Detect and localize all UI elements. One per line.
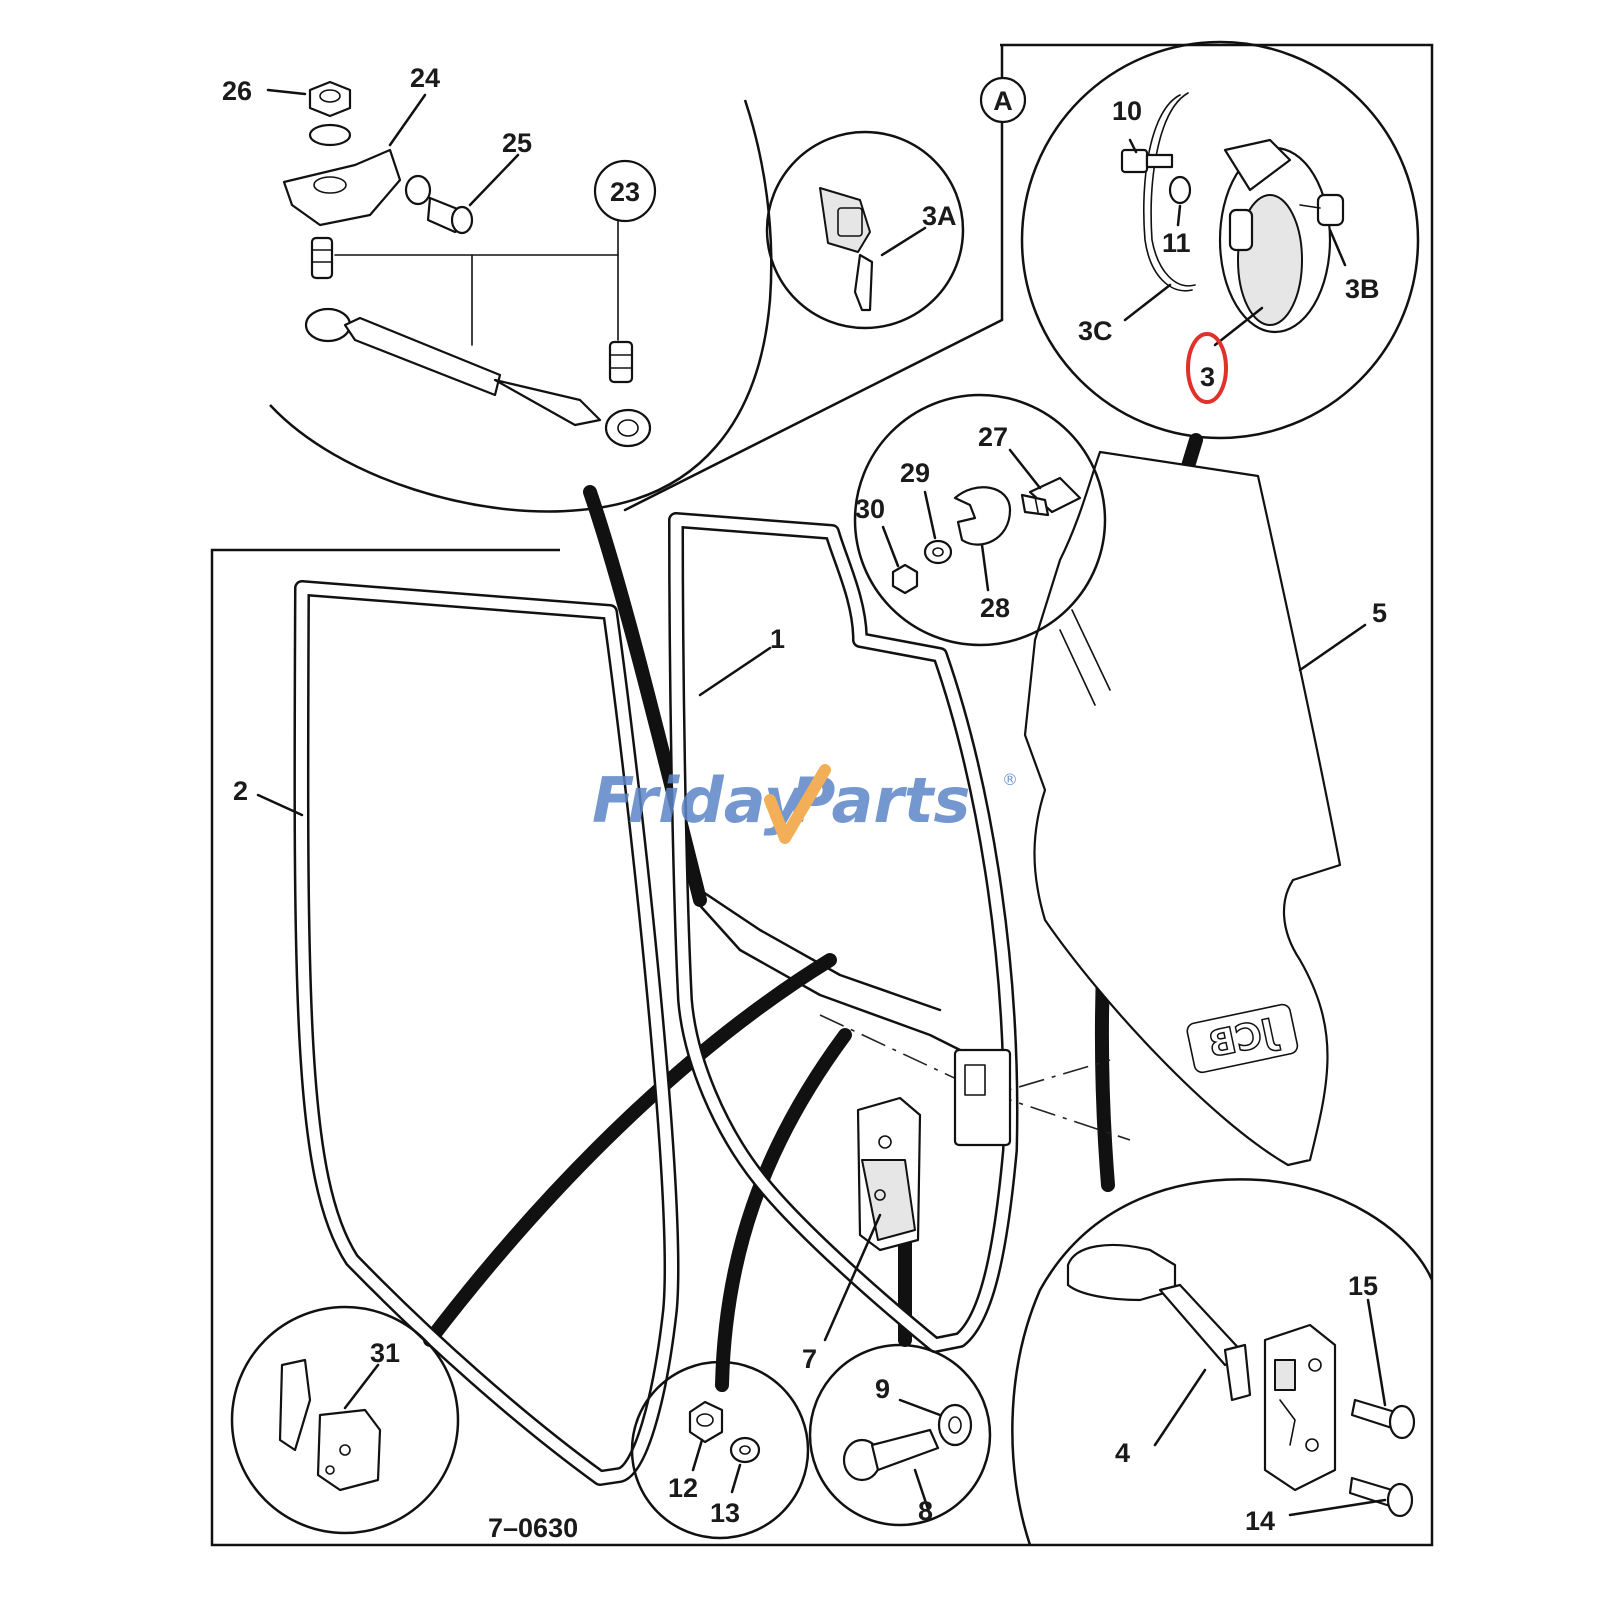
callout-3a: 3A xyxy=(922,201,957,231)
callout-31: 31 xyxy=(370,1338,400,1368)
washer-11 xyxy=(1168,175,1192,205)
callout-10: 10 xyxy=(1112,96,1142,126)
callout-14: 14 xyxy=(1245,1506,1275,1536)
nut-30 xyxy=(891,563,919,595)
bolt-10 xyxy=(1120,148,1174,174)
screw-15 xyxy=(1350,1398,1416,1440)
watermark-logo: Friday Parts ® xyxy=(592,764,1018,844)
callout-8: 8 xyxy=(918,1496,933,1526)
callout-3: 3 xyxy=(1200,362,1215,392)
callout-4: 4 xyxy=(1115,1438,1130,1468)
washer-24-a xyxy=(308,123,352,147)
inset-handle-4 xyxy=(1011,1178,1434,1546)
pin-3b xyxy=(1299,193,1345,227)
callout-28: 28 xyxy=(980,593,1010,623)
callout-circle-23 xyxy=(593,159,657,223)
callout-9: 9 xyxy=(875,1374,890,1404)
latch-body-14 xyxy=(1263,1323,1337,1492)
callout-29: 29 xyxy=(900,458,930,488)
stud-upper xyxy=(310,236,334,280)
washer-29 xyxy=(923,539,953,565)
nut-12 xyxy=(688,1400,724,1444)
callout-3b: 3B xyxy=(1345,274,1380,304)
callout-2: 2 xyxy=(233,776,248,806)
callout-labels: 26 24 25 23 A 3A 10 11 3B 3C 3 27 29 30 … xyxy=(222,63,1387,1543)
callout-24: 24 xyxy=(410,63,440,93)
bracket-24 xyxy=(282,148,402,227)
glass-panel-5: JCB xyxy=(1023,450,1342,1167)
callout-5: 5 xyxy=(1372,598,1387,628)
inset-bolt-8-9 xyxy=(808,1343,992,1527)
callout-a: A xyxy=(993,86,1013,116)
door-seal-2 xyxy=(293,580,680,1486)
inset-gas-strut xyxy=(266,80,773,513)
screw-14 xyxy=(1348,1476,1414,1518)
washer-9 xyxy=(937,1403,973,1447)
clip-28 xyxy=(953,486,1012,546)
callout-12: 12 xyxy=(668,1473,698,1503)
callout-11: 11 xyxy=(1162,228,1191,258)
lock-body-3 xyxy=(1218,138,1332,334)
gas-strut-23 xyxy=(304,307,652,448)
washer-25 xyxy=(404,174,432,206)
callout-7: 7 xyxy=(802,1344,817,1374)
washer-13 xyxy=(729,1436,761,1464)
inset-hardware-27-30 xyxy=(853,393,1107,647)
highlight-ring-3 xyxy=(1186,332,1228,404)
inset-nut-12-13 xyxy=(630,1360,810,1540)
bolt-25 xyxy=(426,196,474,235)
watermark-registered-mark: ® xyxy=(1002,770,1018,789)
callout-15: 15 xyxy=(1348,1271,1378,1301)
callout-30: 30 xyxy=(855,494,885,524)
stud-lower xyxy=(608,340,634,384)
callout-3c: 3C xyxy=(1078,316,1113,346)
callout-25: 25 xyxy=(502,128,532,158)
bolt-27 xyxy=(1020,476,1082,517)
inset-key-3a xyxy=(765,130,965,330)
drawing-number: 7–0630 xyxy=(488,1513,578,1543)
nut-26 xyxy=(308,80,352,118)
inset-lock-3 xyxy=(1020,40,1420,440)
callout-27: 27 xyxy=(978,422,1008,452)
callout-26: 26 xyxy=(222,76,252,106)
door-frame-1 xyxy=(668,512,1131,1353)
callout-1: 1 xyxy=(770,624,785,654)
main-leaders xyxy=(256,76,1367,1342)
handle-4 xyxy=(1066,1243,1252,1402)
latch-7 xyxy=(856,1096,922,1252)
callout-circle-a xyxy=(979,76,1027,124)
inset-catch-31 xyxy=(230,1305,460,1535)
bolt-shank-8 xyxy=(870,1428,940,1472)
callout-13: 13 xyxy=(710,1498,740,1528)
watermark-check-icon xyxy=(764,764,831,844)
callout-23: 23 xyxy=(610,177,640,207)
